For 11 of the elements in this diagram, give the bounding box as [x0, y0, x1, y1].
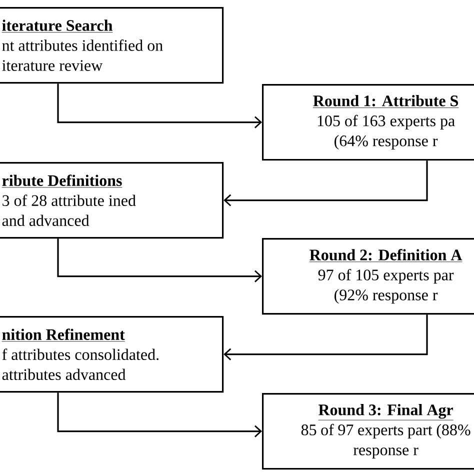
process-box: Round 2: Definition A 97 of 105 experts par (92% response r — [262, 238, 474, 315]
process-box: ribute Definitions 3 of 28 attribute ined and advanced — [0, 162, 224, 239]
arrow — [57, 392, 262, 438]
arrow — [224, 314, 428, 360]
process-box: iterature Search nt attributes identified on iterature review — [0, 7, 224, 84]
process-box: nition Refinement f attributes consolidated. attributes advanced — [0, 316, 224, 393]
arrow — [57, 84, 262, 128]
process-box: Round 3: Final Agr 85 of 97 experts part (88% response r — [262, 393, 474, 470]
arrow — [57, 238, 262, 282]
arrow — [224, 160, 428, 206]
process-box: Round 1: Attribute S 105 of 163 experts pa (64% response r — [262, 84, 474, 161]
